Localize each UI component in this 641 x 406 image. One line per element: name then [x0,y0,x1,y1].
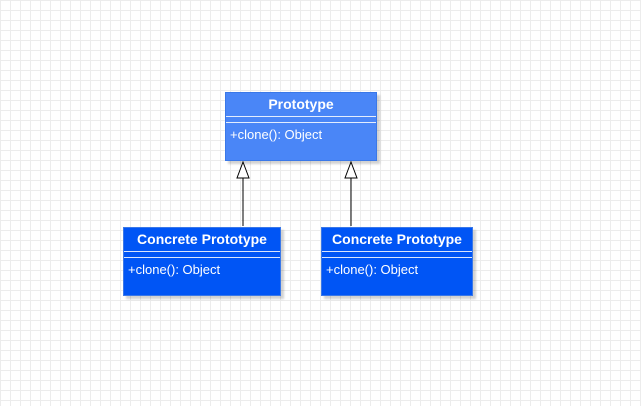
attributes-section-concrete-right [322,252,472,258]
class-name-concrete-prototype: Concrete Prototype [124,228,280,252]
class-concrete-prototype-left[interactable]: Concrete Prototype +clone(): Object [123,227,281,296]
attributes-section-concrete-left [124,252,280,258]
class-name-concrete-prototype: Concrete Prototype [322,228,472,252]
inheritance-arrowhead-left [236,160,250,179]
generalization-arrow-left[interactable] [236,160,250,226]
attributes-section-prototype [226,117,376,123]
methods-section-prototype: +clone(): Object [226,123,376,143]
methods-section-concrete-left: +clone(): Object [124,258,280,278]
class-concrete-prototype-right[interactable]: Concrete Prototype +clone(): Object [321,227,473,296]
method-clone: +clone(): Object [326,262,419,277]
methods-section-concrete-right: +clone(): Object [322,258,472,278]
inheritance-arrowhead-right [344,160,358,179]
class-prototype[interactable]: Prototype +clone(): Object [225,92,377,161]
generalization-arrow-right[interactable] [344,160,358,226]
class-name-prototype: Prototype [226,93,376,117]
method-clone: +clone(): Object [230,127,323,142]
method-clone: +clone(): Object [128,262,221,277]
